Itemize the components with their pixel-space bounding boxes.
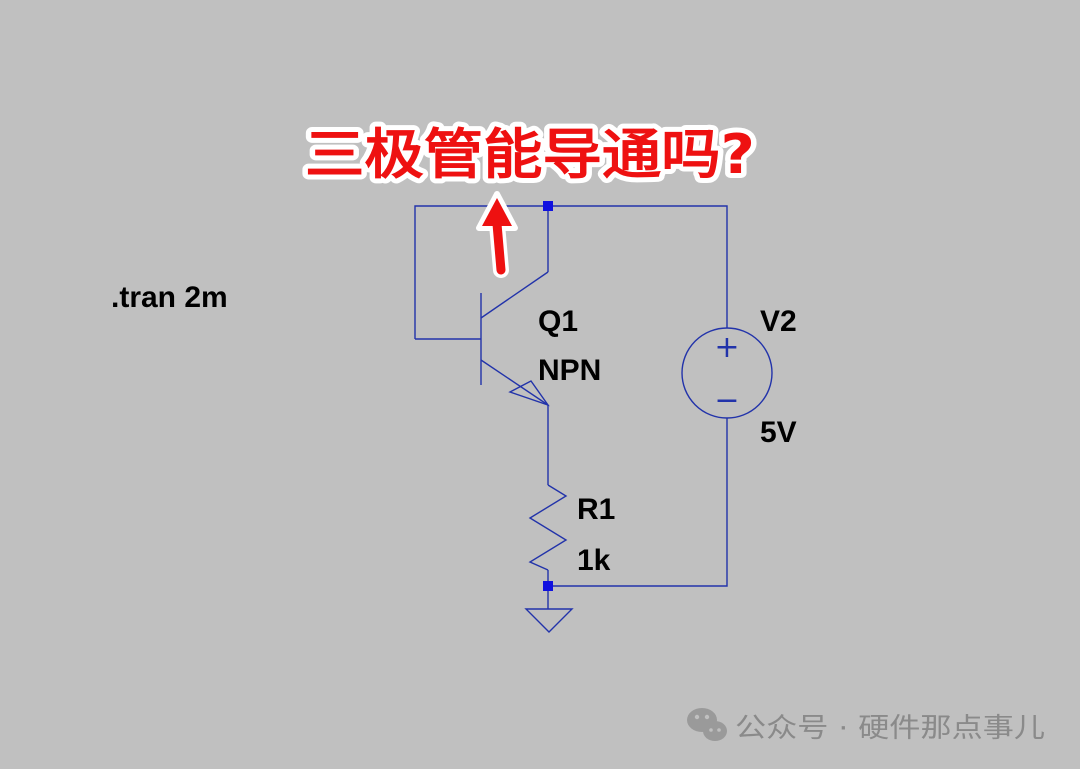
transistor-emitter-leg — [480, 359, 549, 406]
annotation-arrow — [476, 191, 518, 278]
wire-top — [414, 205, 728, 339]
transistor-collector-leg — [480, 271, 549, 319]
source-minus-sign: − — [714, 383, 739, 418]
question-title: 三极管能导通吗? — [305, 123, 755, 186]
wire-bottom — [548, 418, 728, 587]
wires — [414, 205, 728, 609]
source-name-label: V2 — [760, 305, 797, 338]
resistor-name-label: R1 — [577, 493, 615, 526]
transistor-q1[interactable] — [480, 271, 550, 407]
transistor-model-label: NPN — [538, 354, 601, 387]
voltage-source-v2[interactable]: + − — [681, 327, 773, 419]
resistor-zigzag — [528, 484, 568, 571]
resistor-value-label: 1k — [577, 544, 611, 577]
watermark: 公众号 · 硬件那点事儿 — [687, 708, 1045, 744]
junction-bottom — [543, 581, 553, 591]
resistor-r1[interactable] — [528, 484, 568, 571]
wechat-icon — [687, 708, 727, 741]
ground-symbol — [524, 608, 574, 633]
transistor-emitter-arrow — [508, 380, 550, 407]
ground-triangle — [524, 608, 574, 633]
spice-directive[interactable]: .tran 2m — [111, 281, 228, 314]
source-plus-sign: + — [714, 330, 739, 365]
transistor-name-label: Q1 — [538, 305, 578, 338]
junction-top — [543, 201, 553, 211]
source-value-label: 5V — [760, 416, 797, 449]
source-circle — [681, 327, 773, 419]
watermark-text: 公众号 · 硬件那点事儿 — [735, 713, 1045, 744]
